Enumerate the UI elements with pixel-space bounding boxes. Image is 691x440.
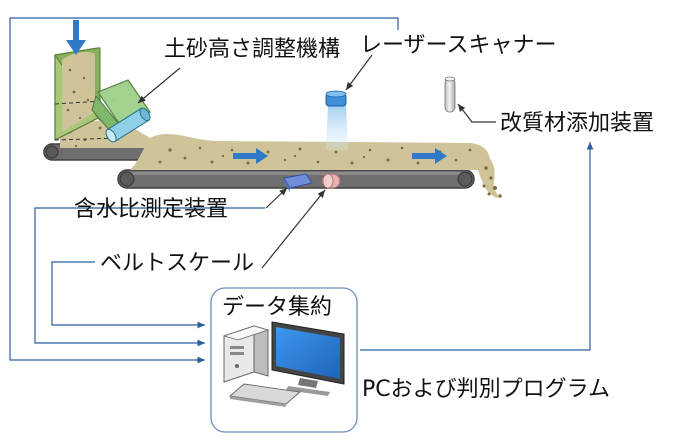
down-arrow-icon (66, 20, 86, 55)
hopper (54, 47, 119, 141)
keyboard-icon (228, 383, 302, 407)
laser-signal-line (9, 17, 399, 364)
belt-scale-signal-line (51, 261, 205, 329)
label-additive-device: 改質材添加装置 (500, 111, 654, 136)
leader-height-mechanism (137, 67, 181, 104)
leader-additive (457, 103, 496, 123)
soil-height-mechanism (91, 79, 151, 143)
label-soil-height-mechanism: 土砂高さ調整機構 (164, 37, 340, 62)
moisture-device (283, 173, 313, 192)
leader-belt-scale (261, 189, 326, 269)
leader-moisture (265, 187, 288, 209)
additive-device (444, 76, 456, 113)
label-pc-program: PCおよび判別プログラム (362, 377, 610, 402)
soil-layer (60, 120, 502, 198)
label-data-collection: データ集約 (222, 295, 332, 320)
moisture-signal-line (34, 207, 265, 347)
leader-lines (137, 54, 496, 269)
belt-scale-roller (321, 173, 341, 189)
monitor-icon (271, 321, 345, 396)
label-moisture-device: 含水比測定装置 (74, 197, 228, 222)
label-belt-scale: ベルトスケール (100, 251, 254, 276)
pc-frame: データ集約 (210, 287, 358, 433)
laser-scanner-icon (325, 90, 348, 150)
control-signal-line (360, 142, 594, 351)
flow-arrow-icon (233, 148, 447, 164)
label-laser-scanner: レーザースキャナー (360, 33, 556, 58)
leader-laser (345, 54, 373, 91)
signal-lines (9, 17, 594, 364)
soil-dots (68, 126, 502, 198)
pc-tower-icon (222, 325, 270, 383)
height-roller (105, 107, 151, 143)
